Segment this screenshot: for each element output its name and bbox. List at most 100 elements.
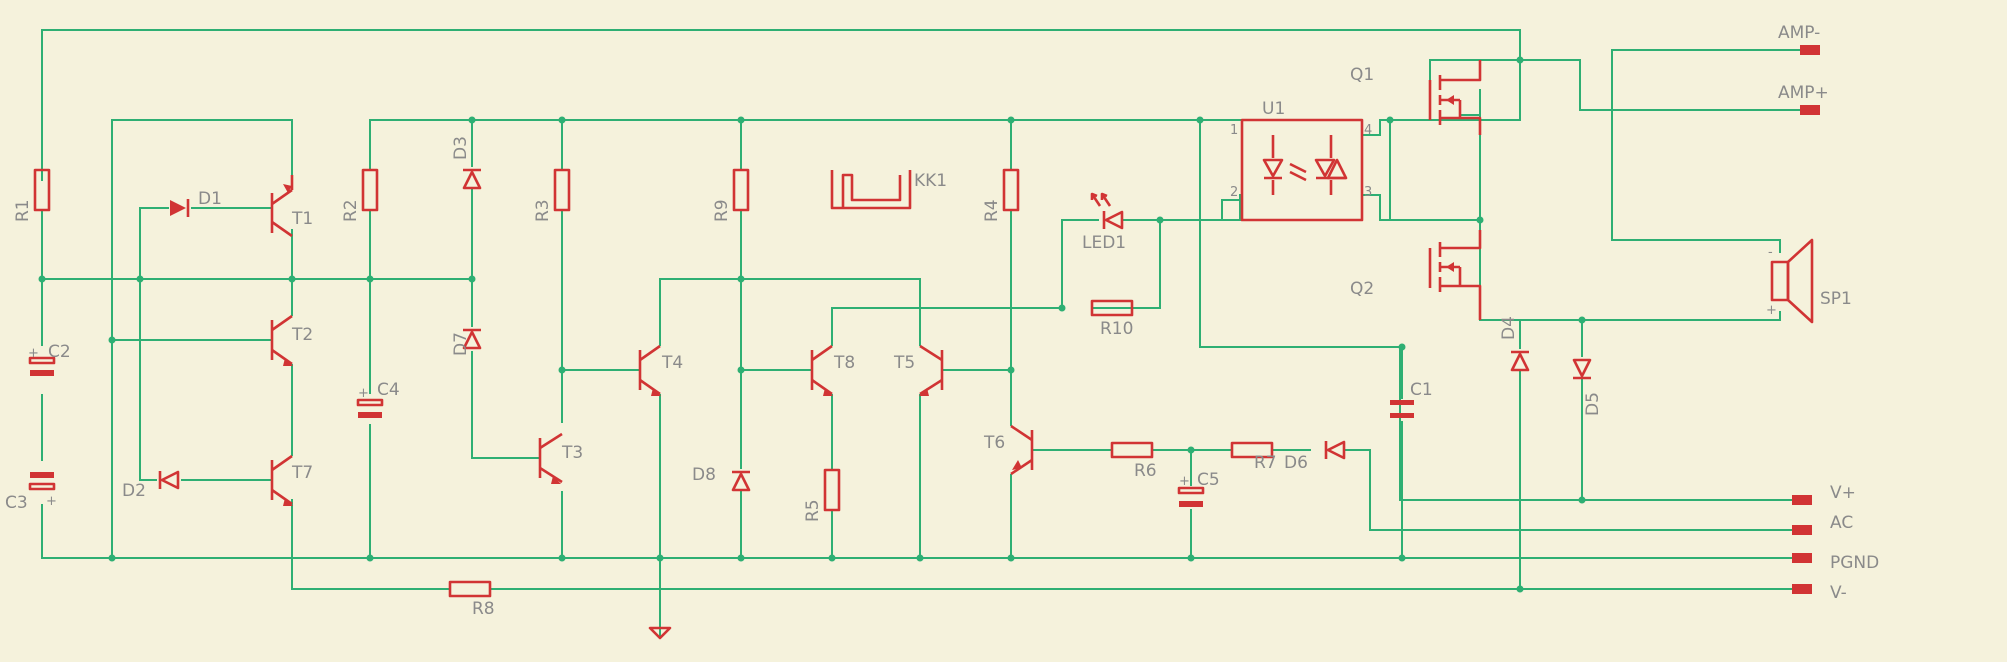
resistor-r3: R3 bbox=[533, 168, 571, 222]
capacitor-c1: C1 bbox=[1390, 380, 1433, 418]
q1-label: Q1 bbox=[1350, 65, 1374, 85]
led1-label: LED1 bbox=[1082, 233, 1126, 253]
r8-label: R8 bbox=[472, 599, 495, 619]
transistor-t3: T3 bbox=[538, 432, 583, 484]
transistor-t2: T2 bbox=[270, 314, 313, 366]
c1-label: C1 bbox=[1410, 380, 1433, 400]
ground-symbol bbox=[648, 626, 672, 640]
r6-label: R6 bbox=[1134, 461, 1157, 481]
d6-label: D6 bbox=[1284, 453, 1308, 473]
connector-amp-minus: AMP- bbox=[1769, 23, 1820, 55]
resistor-r6: R6 bbox=[1110, 441, 1157, 481]
transistor-t8: T8 bbox=[810, 344, 855, 396]
c3-plus: + bbox=[46, 494, 57, 509]
d7-label: D7 bbox=[451, 332, 471, 356]
diode-d2: D2 bbox=[122, 470, 180, 501]
t4-label: T4 bbox=[661, 353, 683, 373]
wires bbox=[41, 29, 1781, 636]
resistor-r2: R2 bbox=[341, 168, 379, 222]
d4-label: D4 bbox=[1499, 316, 1519, 340]
connector-pgnd-label: PGND bbox=[1830, 553, 1879, 573]
r4-label: R4 bbox=[982, 199, 1002, 222]
r10-label: R10 bbox=[1100, 319, 1133, 339]
diode-d3: D3 bbox=[451, 136, 482, 190]
d3-label: D3 bbox=[451, 136, 471, 160]
transistor-t7: T7 bbox=[270, 454, 313, 506]
diode-d7: D7 bbox=[451, 328, 482, 356]
u1-pin1: 1 bbox=[1230, 123, 1238, 138]
d5-label: D5 bbox=[1583, 392, 1603, 416]
capacitor-c2: C2 + bbox=[28, 342, 71, 376]
capacitor-c4: C4 + bbox=[356, 380, 400, 418]
transistor-t1: T1 bbox=[270, 175, 313, 238]
u1-pin4: 4 bbox=[1364, 123, 1372, 138]
r3-label: R3 bbox=[533, 199, 553, 222]
resistor-r7: R7 bbox=[1230, 441, 1277, 473]
t1-label: T1 bbox=[291, 209, 313, 229]
c4-plus: + bbox=[358, 386, 369, 401]
optocoupler-u1: U1 1 2 3 4 bbox=[1230, 99, 1372, 222]
t7-label: T7 bbox=[291, 463, 313, 483]
sp1-minus: - bbox=[1768, 245, 1773, 260]
resistor-r1: R1 bbox=[13, 168, 51, 222]
t3-label: T3 bbox=[561, 443, 583, 463]
resistor-r9: R9 bbox=[712, 168, 750, 222]
transistor-t6: T6 bbox=[983, 424, 1034, 476]
t5-label: T5 bbox=[893, 353, 915, 373]
connector-v-minus-label: V- bbox=[1830, 583, 1847, 603]
mosfet-q2: Q2 bbox=[1350, 230, 1482, 320]
speaker-sp1: SP1 - + bbox=[1766, 238, 1852, 324]
t2-label: T2 bbox=[291, 325, 313, 345]
r9-label: R9 bbox=[712, 199, 732, 222]
diode-d8: D8 bbox=[692, 465, 751, 492]
mosfet-q1: Q1 bbox=[1350, 60, 1482, 135]
t6-label: T6 bbox=[983, 433, 1005, 453]
transistor-t4: T4 bbox=[638, 344, 683, 396]
c5-label: C5 bbox=[1197, 470, 1220, 490]
capacitor-c5: C5 + bbox=[1177, 470, 1220, 507]
c2-label: C2 bbox=[48, 342, 71, 362]
r1-label: R1 bbox=[13, 199, 33, 222]
diode-d5: D5 bbox=[1572, 358, 1603, 416]
resistor-r10: R10 bbox=[1090, 299, 1133, 339]
u1-pin2: 2 bbox=[1230, 185, 1238, 200]
t8-label: T8 bbox=[833, 353, 855, 373]
connector-amp-minus-label: AMP- bbox=[1778, 23, 1820, 43]
connector-amp-plus: AMP+ bbox=[1769, 83, 1829, 115]
resistor-r5: R5 bbox=[803, 468, 841, 522]
r5-label: R5 bbox=[803, 499, 823, 522]
r7-label: R7 bbox=[1254, 453, 1277, 473]
connector-v-plus: V+ bbox=[1769, 483, 1856, 505]
u1-pin3: 3 bbox=[1364, 185, 1372, 200]
diode-d6: D6 bbox=[1284, 440, 1346, 473]
r2-label: R2 bbox=[341, 199, 361, 222]
d1-label: D1 bbox=[198, 189, 222, 209]
connector-pgnd: PGND bbox=[1769, 553, 1879, 573]
connector-ac-label: AC bbox=[1830, 513, 1853, 533]
connector-v-minus: V- bbox=[1769, 583, 1847, 603]
kk1-label: KK1 bbox=[914, 171, 947, 191]
d8-label: D8 bbox=[692, 465, 716, 485]
heatsink-kk1: KK1 bbox=[830, 170, 947, 210]
diode-d4: D4 bbox=[1499, 316, 1530, 372]
connector-amp-plus-label: AMP+ bbox=[1778, 83, 1829, 103]
connector-ac: AC bbox=[1769, 513, 1853, 535]
junctions bbox=[38, 56, 1586, 593]
transistor-t5: T5 bbox=[893, 344, 944, 396]
connector-v-plus-label: V+ bbox=[1830, 483, 1856, 503]
led-led1: LED1 bbox=[1082, 192, 1126, 253]
q2-label: Q2 bbox=[1350, 279, 1374, 299]
sp1-label: SP1 bbox=[1820, 289, 1852, 309]
diode-d1: D1 bbox=[170, 189, 222, 217]
capacitor-c3: C3 + bbox=[5, 472, 57, 513]
resistor-r8: R8 bbox=[448, 580, 495, 619]
d2-label: D2 bbox=[122, 481, 146, 501]
u1-label: U1 bbox=[1262, 99, 1285, 119]
c3-label: C3 bbox=[5, 493, 28, 513]
c4-label: C4 bbox=[377, 380, 400, 400]
c5-plus: + bbox=[1179, 474, 1190, 489]
resistor-r4: R4 bbox=[982, 168, 1020, 222]
sp1-plus: + bbox=[1766, 303, 1777, 318]
c2-plus: + bbox=[28, 346, 39, 361]
